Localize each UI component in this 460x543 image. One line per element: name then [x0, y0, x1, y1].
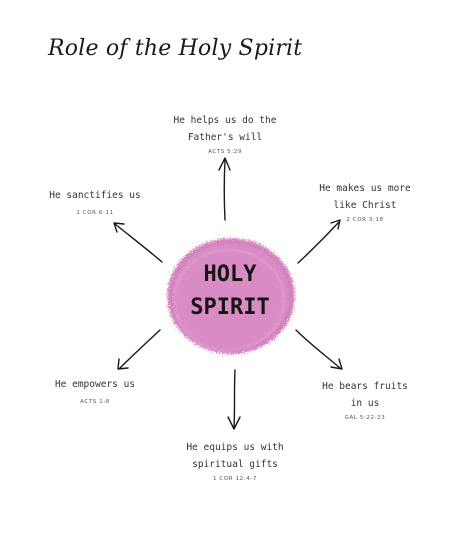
branch-text-line1: He sanctifies us [49, 190, 141, 201]
branch-text-line1: He empowers us [54, 379, 136, 390]
arrow-down-left [117, 329, 161, 370]
arrow-up [218, 157, 231, 221]
arrow-down [227, 369, 241, 430]
branch-text-line1: He bears fruits [322, 381, 408, 392]
scripture-reference: ACTS 5:29 [208, 149, 242, 155]
branch-text-line2: Father's will [187, 132, 263, 143]
branch-text-line2: in us [350, 398, 380, 409]
scripture-reference: 1 COR 6:11 [76, 210, 114, 216]
page-title: Role of the Holy Spirit [48, 36, 303, 61]
branch-text-line1: He equips us with [186, 442, 284, 453]
branch-bears-fruits: He bears fruits in us GAL 5:22-23 [305, 378, 425, 424]
branch-empowers: He empowers us ACTS 1:8 [40, 376, 150, 408]
arrow-up-left [113, 222, 163, 263]
branch-sanctifies: He sanctifies us 1 COR 6:11 [35, 187, 155, 219]
branch-helps-do-will: He helps us do the Father's will ACTS 5:… [150, 112, 300, 158]
scripture-reference: 1 COR 12:4-7 [212, 476, 258, 482]
center-label-line2: SPIRIT [190, 295, 270, 320]
branch-text-line1: He makes us more [319, 183, 411, 194]
scripture-reference: 2 COR 3:18 [346, 217, 384, 223]
arrow-down-right [295, 329, 343, 370]
scripture-reference: ACTS 1:8 [80, 399, 110, 405]
arrow-up-right [297, 219, 341, 264]
scripture-reference: GAL 5:22-23 [344, 415, 386, 421]
center-blob [167, 238, 295, 354]
branch-text-line2: like Christ [333, 200, 397, 211]
center-label-line1: HOLY [203, 262, 257, 287]
branch-text-line1: He helps us do the [173, 115, 277, 126]
branch-equips-gifts: He equips us with spiritual gifts 1 COR … [155, 439, 315, 485]
branch-makes-like-christ: He makes us more like Christ 2 COR 3:18 [300, 180, 430, 226]
branch-text-line2: spiritual gifts [192, 459, 278, 470]
